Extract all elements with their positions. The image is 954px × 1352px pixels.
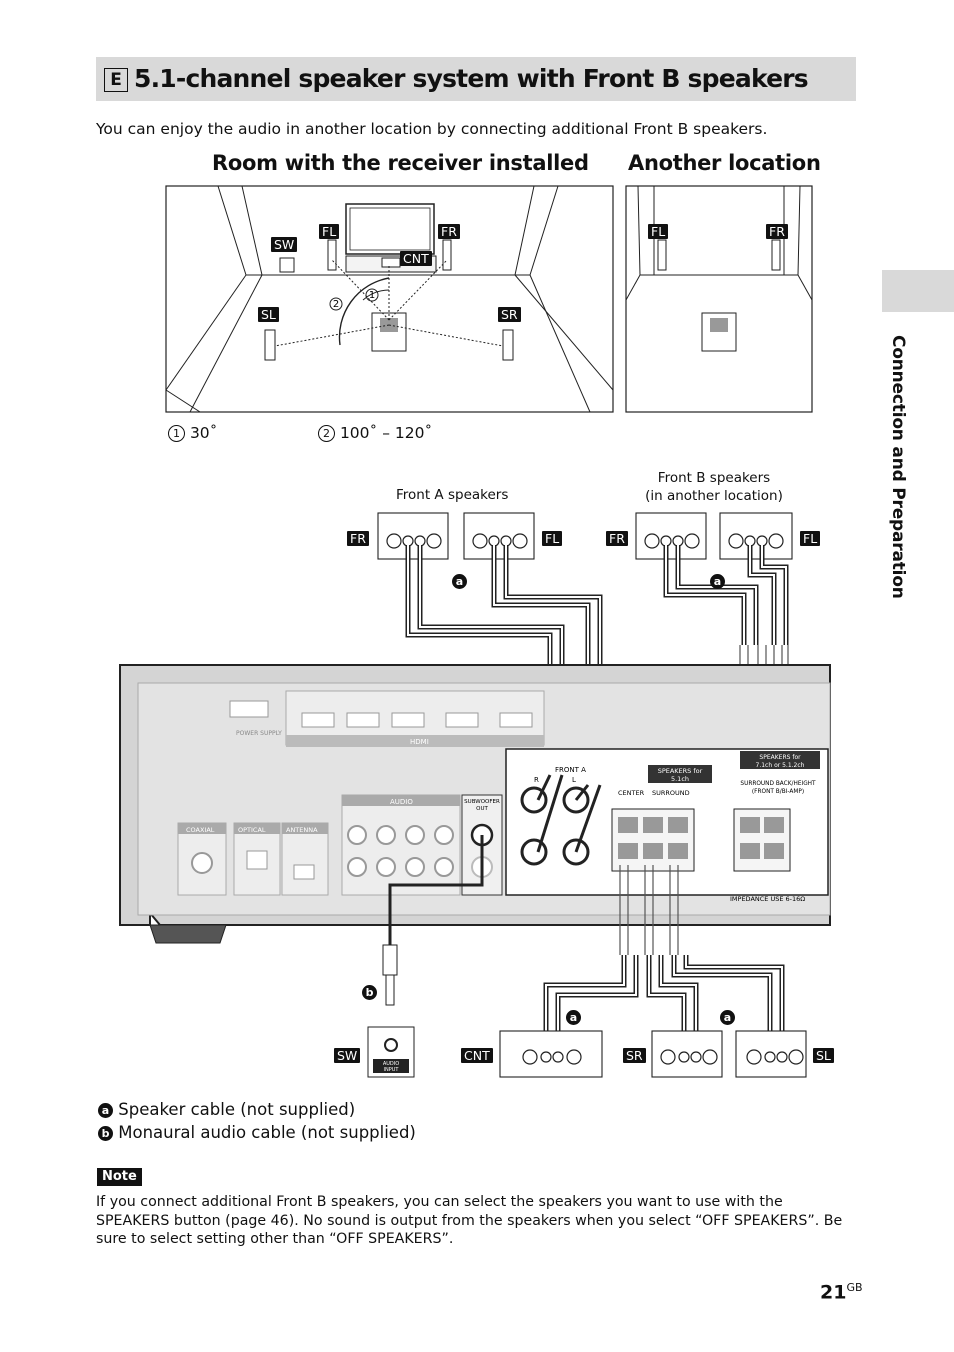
side-label: Connection and Preparation — [888, 335, 908, 599]
sw-wiring-tag: SW — [334, 1048, 361, 1063]
front-b-label: Front B speakers (in another location) — [645, 470, 783, 504]
speakers-51-2: 5.1ch — [671, 775, 689, 783]
section-letter: E — [104, 68, 128, 92]
angle-1: 1 30˚ — [168, 424, 217, 442]
antenna-label: ANTENNA — [286, 826, 318, 834]
subwoofer-out-1: SUBWOOFER — [464, 799, 500, 805]
angle-2: 2 100˚ – 120˚ — [318, 424, 432, 442]
sw-audio-1: AUDIO — [383, 1061, 399, 1067]
optical-label: OPTICAL — [238, 826, 266, 834]
sw-tag: SW — [271, 237, 298, 252]
coaxial-label: COAXIAL — [186, 826, 215, 834]
sr-wiring-tag: SR — [623, 1048, 646, 1063]
cable-a-marker-2: a — [710, 574, 725, 589]
speakers-71-1: SPEAKERS for — [759, 754, 801, 761]
front-a-label: Front A speakers — [396, 487, 509, 503]
cnt-wiring-tag: CNT — [461, 1048, 493, 1063]
subwoofer-out-2: OUT — [476, 806, 488, 812]
section-title: 5.1-channel speaker system with Front B … — [134, 64, 809, 93]
sl-wiring-tag: SL — [813, 1048, 834, 1063]
legend-item-a: a Speaker cable (not supplied) — [98, 1100, 355, 1119]
fr-tag: FR — [438, 224, 460, 239]
fl-tag: FL — [319, 224, 340, 239]
another-location-heading: Another location — [628, 151, 821, 175]
intro-text: You can enjoy the audio in another locat… — [96, 120, 768, 138]
angle-1-marker: 1 — [369, 290, 375, 301]
surround-label: SURROUND — [652, 789, 690, 797]
angle-2-marker: 2 — [333, 299, 339, 310]
surround-back-2: (FRONT B/BI-AMP) — [752, 789, 804, 795]
page-number: 21GB — [820, 1281, 863, 1304]
front-a-terminal-label: FRONT A — [555, 766, 586, 774]
sr-tag: SR — [498, 307, 521, 322]
cable-b-marker: b — [362, 985, 377, 1000]
legend-item-b: b Monaural audio cable (not supplied) — [98, 1123, 416, 1142]
hdmi-label: HDMI — [410, 738, 429, 746]
power-supply-label: POWER SUPPLY — [236, 730, 282, 737]
room-diagram: 1 2 — [165, 185, 813, 413]
fr-b-wiring-tag: FR — [606, 531, 628, 546]
note-text: If you connect additional Front B speake… — [96, 1194, 843, 1247]
fl-a-tag: FL — [542, 531, 563, 546]
sw-audio-2: INPUT — [384, 1067, 400, 1073]
cable-a-marker-1: a — [452, 574, 467, 589]
cnt-tag: CNT — [400, 251, 432, 266]
side-tab — [882, 270, 954, 312]
fr-a-tag: FR — [347, 531, 369, 546]
front-a-r: R — [534, 776, 539, 784]
room-heading: Room with the receiver installed — [212, 151, 589, 175]
surround-back-1: SURROUND BACK/HEIGHT — [740, 781, 816, 787]
cable-a-marker-3: a — [566, 1010, 581, 1025]
center-label: CENTER — [618, 789, 645, 797]
cable-a-marker-4: a — [720, 1010, 735, 1025]
section-title-bar — [96, 57, 856, 101]
fl-b-tag: FL — [648, 224, 669, 239]
sl-tag: SL — [258, 307, 279, 322]
impedance-label: IMPEDANCE USE 6-16Ω — [730, 895, 805, 903]
note-label: Note — [97, 1168, 142, 1186]
audio-label: AUDIO — [390, 798, 413, 806]
front-a-l: L — [572, 776, 576, 784]
speakers-51-1: SPEAKERS for — [658, 767, 703, 775]
speakers-71-2: 7.1ch or 5.1.2ch — [756, 762, 805, 769]
fr-b-tag: FR — [766, 224, 788, 239]
fl-b-wiring-tag: FL — [800, 531, 821, 546]
wiring-diagram: HDMI POWER SUPPLY COAXIAL OPTICAL ANTENN… — [119, 512, 831, 1078]
